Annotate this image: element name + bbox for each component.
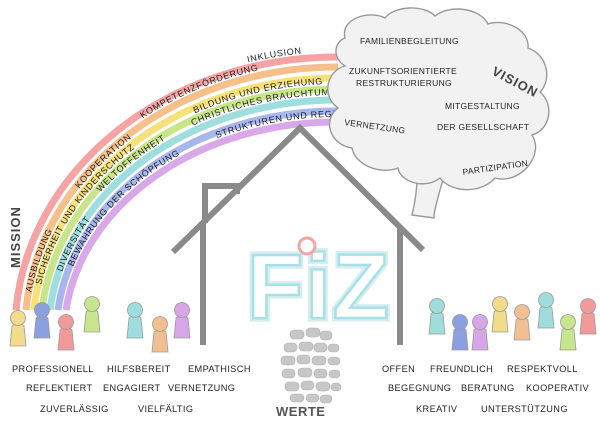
fiz-i-dot (297, 236, 317, 256)
value-empathisch: EMPATHISCH (188, 364, 251, 374)
tree-zukunftsorientierte: ZUKUNFTSORIENTIERTE (349, 66, 457, 76)
value-vielfaeltig: VIELFÄLTIG (138, 404, 193, 414)
cobblestone (313, 342, 328, 353)
werte-label: WERTE (276, 404, 325, 419)
value-kooperativ: KOOPERATIV (526, 383, 590, 393)
cobblestone (327, 356, 341, 366)
figure-right-4 (513, 304, 531, 341)
cobblestone (305, 327, 321, 338)
cobblestone (297, 367, 313, 378)
cobblestone (305, 393, 320, 403)
tree-crown (327, 7, 550, 191)
value-hilfsbereit: HILFSBEREIT (107, 364, 171, 374)
house-outline (170, 123, 426, 345)
cobblestone (281, 368, 296, 379)
figure-right-1 (451, 314, 469, 351)
cobblestone (289, 393, 305, 403)
cobblestone (315, 381, 331, 392)
tree-gesellschaft: DER GESELLSCHAFT (437, 122, 529, 132)
cobblestone (313, 368, 328, 379)
cobblestone (296, 354, 311, 365)
cobblestone (328, 369, 341, 379)
cobblestone (319, 330, 333, 341)
cobblestone (300, 380, 315, 391)
value-kreativ: KREATIV (416, 404, 458, 414)
figure-right-5 (537, 292, 555, 329)
cobblestone (330, 382, 342, 392)
figure-left-2 (57, 314, 75, 351)
figure-left-0 (9, 310, 27, 347)
mission-label: MISSION (8, 206, 23, 268)
figures-left (9, 296, 191, 353)
cobblestone (289, 329, 305, 340)
figure-right-7 (579, 298, 597, 335)
tree-restrukturierung: RESTRUKTURIERUNG (356, 78, 452, 88)
cobblestone (284, 381, 300, 392)
figure-right-6 (559, 314, 577, 351)
value-professionell: PROFESSIONELL (12, 364, 94, 374)
figure-right-3 (491, 296, 509, 333)
figure-left-3 (83, 296, 101, 333)
value-offen: OFFEN (382, 364, 415, 374)
cobblestone (327, 343, 340, 353)
value-respektvoll: RESPEKTVOLL (507, 364, 578, 374)
figure-left-1 (33, 302, 51, 339)
cobblestone (280, 355, 296, 366)
cobblestone (311, 355, 327, 366)
figure-right-0 (428, 298, 446, 335)
figures-right (428, 292, 597, 351)
figure-left-6 (173, 302, 191, 339)
tree (327, 7, 550, 219)
tree-familienbegleitung: FAMILIENBEGLEITUNG (360, 36, 459, 46)
cobblestone (319, 394, 333, 404)
figure-right-2 (471, 314, 489, 351)
value-engagiert: ENGAGIERT (103, 383, 161, 393)
value-vernetzung: VERNETZUNG (168, 383, 235, 393)
fiz-logo-shadow: FiZ (247, 236, 391, 338)
tree-mitgestaltung: MITGESTALTUNG (445, 101, 520, 111)
value-zuverlaessig: ZUVERLÄSSIG (40, 404, 109, 414)
value-beratung: BERATUNG (461, 383, 515, 393)
figure-left-4 (126, 302, 144, 339)
value-begegnung: BEGEGNUNG (388, 383, 451, 393)
fiz-logo: FiZ FiZ (244, 233, 393, 342)
cobblestone (283, 342, 298, 353)
value-unterstuetzung: UNTERSTÜTZUNG (481, 404, 568, 414)
cobblestone (298, 341, 314, 352)
figure-left-5 (151, 316, 169, 353)
cobblestone-path (280, 327, 342, 404)
value-freundlich: FREUNDLICH (430, 364, 493, 374)
fiz-logo-text: FiZ (247, 236, 391, 338)
value-reflektiert: REFLEKTIERT (26, 383, 93, 393)
